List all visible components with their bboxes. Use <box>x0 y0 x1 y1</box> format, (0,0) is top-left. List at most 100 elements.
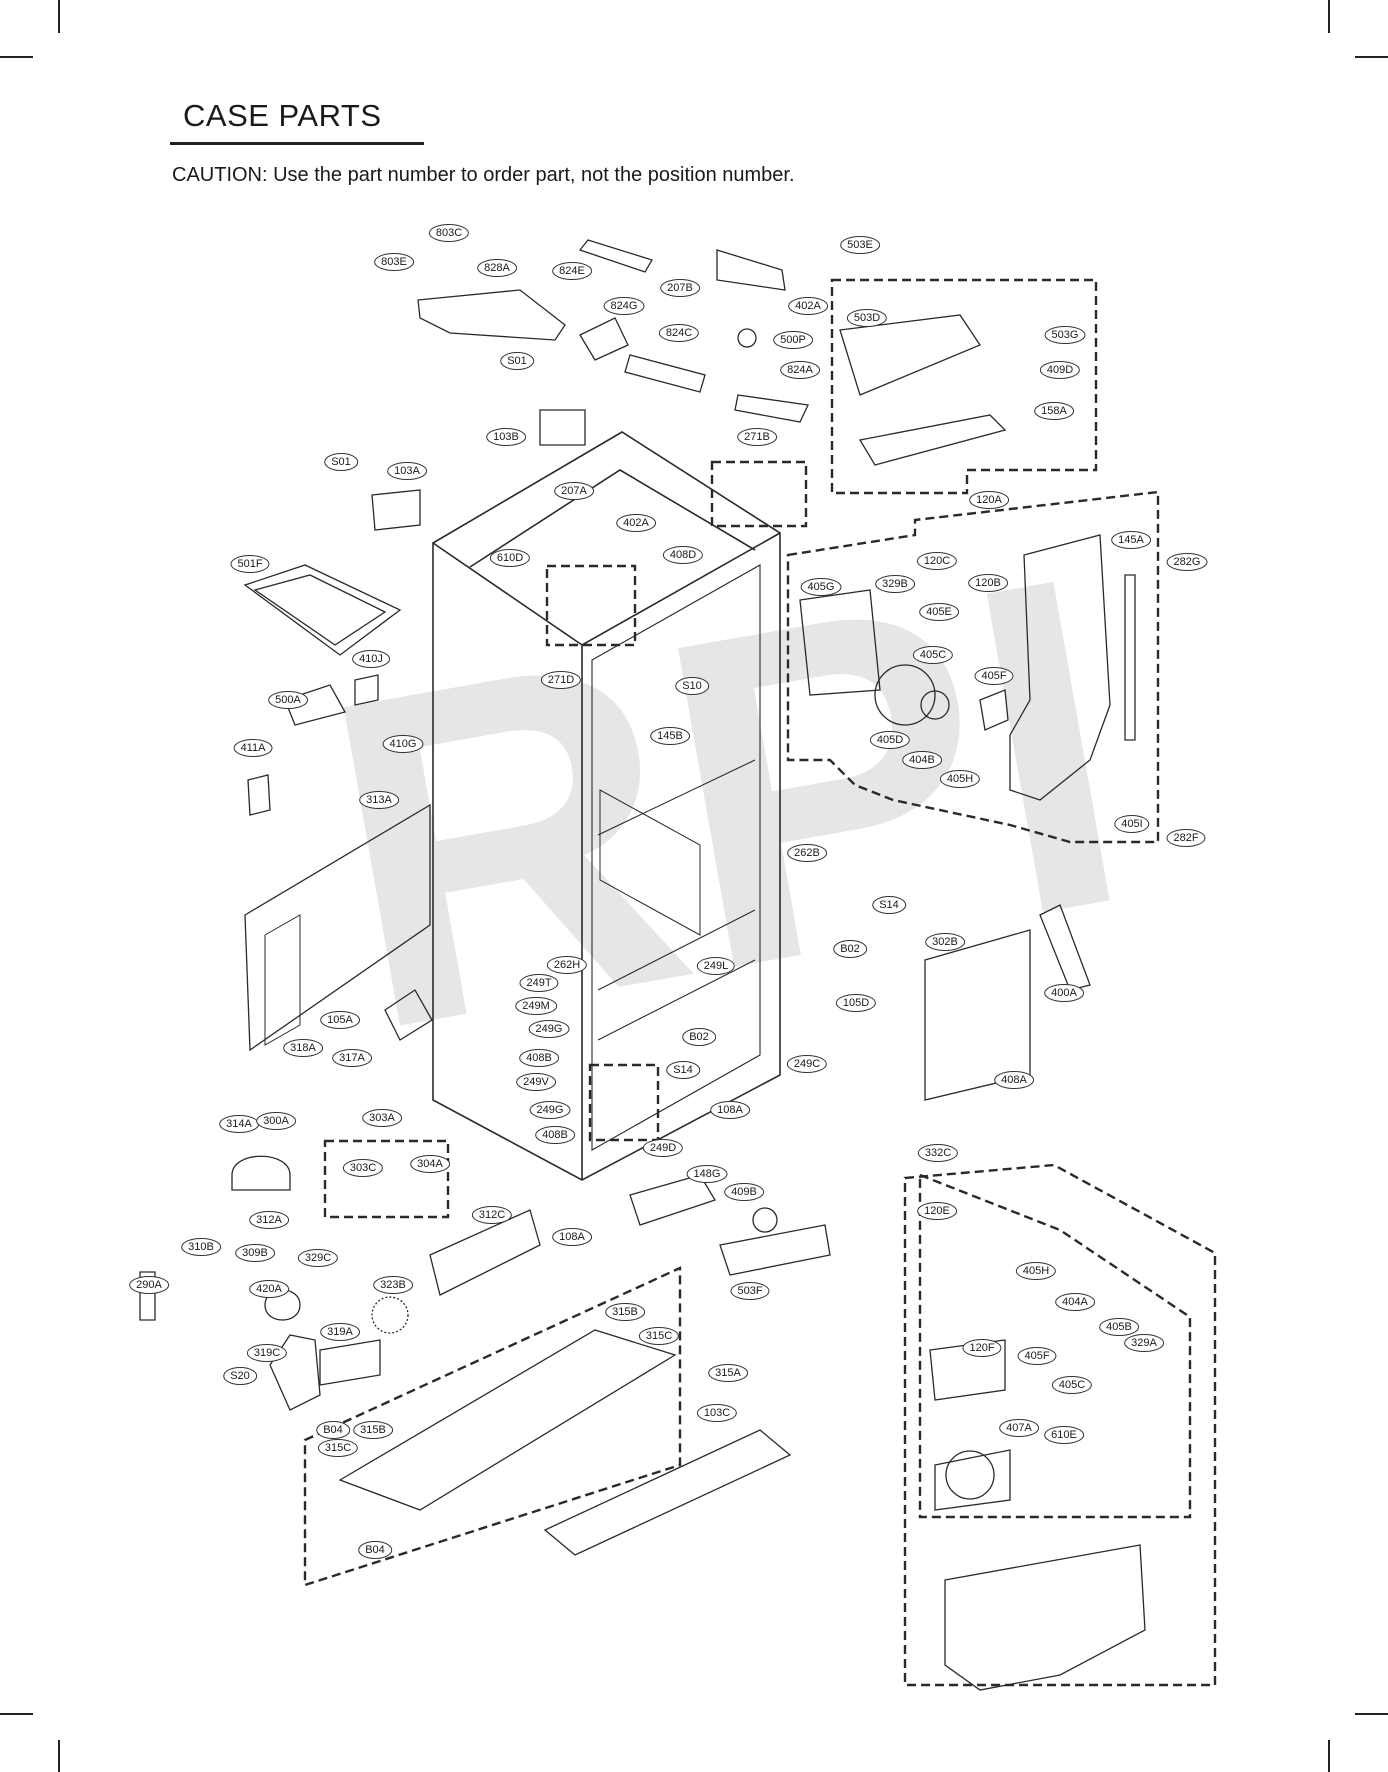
position-label: 249D <box>642 1139 684 1157</box>
position-label: S10 <box>675 677 709 695</box>
position-label: B04 <box>316 1421 350 1439</box>
position-label: 315B <box>605 1303 645 1321</box>
position-label: 404A <box>1055 1293 1095 1311</box>
position-label: S01 <box>500 352 534 370</box>
position-label: 120C <box>916 552 958 570</box>
crop-mark <box>58 1740 60 1772</box>
position-label: 501F <box>230 555 270 573</box>
position-label: 409D <box>1039 361 1081 379</box>
position-label: 315B <box>353 1421 393 1439</box>
position-label: 103C <box>696 1404 738 1422</box>
position-label: 103B <box>486 428 526 446</box>
position-label: 314A <box>219 1115 259 1133</box>
position-label: 304A <box>410 1155 450 1173</box>
position-label: 824G <box>603 297 645 315</box>
position-label: B04 <box>358 1541 392 1559</box>
position-label: 302B <box>925 933 965 951</box>
position-label: 323B <box>373 1276 413 1294</box>
cabinet-outline <box>432 431 781 1181</box>
position-label: 290A <box>129 1276 169 1294</box>
position-label: 271D <box>540 671 582 689</box>
position-label: 207A <box>554 482 594 500</box>
position-label: 405H <box>939 770 981 788</box>
position-label: 329B <box>875 575 915 593</box>
position-label: 503F <box>730 1282 770 1300</box>
position-label: 824E <box>552 262 592 280</box>
position-label: 282G <box>1166 553 1208 571</box>
crop-mark <box>1328 1740 1330 1772</box>
position-label: 803C <box>428 224 470 242</box>
position-label: 282F <box>1166 829 1206 847</box>
position-label: 500P <box>773 331 813 349</box>
position-label: 405I <box>1114 815 1150 833</box>
position-label: 303C <box>342 1159 384 1177</box>
position-label: 503G <box>1044 326 1086 344</box>
position-label: 503D <box>846 309 888 327</box>
position-label: 405C <box>912 646 954 664</box>
position-label: B02 <box>682 1028 716 1046</box>
position-label: 207B <box>660 279 700 297</box>
position-label: 103A <box>387 462 427 480</box>
position-label: 410G <box>382 735 424 753</box>
position-label: 249T <box>519 974 559 992</box>
position-label: 410J <box>352 650 390 668</box>
position-label: 402A <box>616 514 656 532</box>
position-label: 405D <box>869 731 911 749</box>
position-label: 407A <box>999 1419 1039 1437</box>
position-label: 405F <box>974 667 1014 685</box>
position-label: 310B <box>181 1238 221 1256</box>
position-label: 405C <box>1051 1376 1093 1394</box>
position-label: 120E <box>917 1202 957 1220</box>
position-label: 408B <box>519 1049 559 1067</box>
title-underline <box>170 142 424 145</box>
position-label: 271B <box>737 428 777 446</box>
position-label: 315C <box>317 1439 359 1457</box>
position-label: 500A <box>268 691 308 709</box>
position-label: 402A <box>788 297 828 315</box>
left-parts <box>139 674 541 1411</box>
position-label: 312A <box>249 1211 289 1229</box>
crop-mark <box>1328 0 1330 33</box>
position-label: 405G <box>800 578 842 596</box>
position-label: 420A <box>249 1280 289 1298</box>
position-label: 120F <box>962 1339 1002 1357</box>
page-title: CASE PARTS <box>183 98 382 133</box>
position-label: 120A <box>969 491 1009 509</box>
position-label: 148G <box>686 1165 728 1183</box>
position-label: 303A <box>362 1109 402 1127</box>
crop-mark <box>1355 56 1388 58</box>
position-label: 108A <box>710 1101 750 1119</box>
position-label: 300A <box>256 1112 296 1130</box>
position-label: B02 <box>833 940 867 958</box>
position-label: 249M <box>515 997 557 1015</box>
position-label: 105A <box>320 1011 360 1029</box>
position-label: 610E <box>1044 1426 1084 1444</box>
position-label: 503E <box>840 236 880 254</box>
position-label: 610D <box>489 549 531 567</box>
position-label: 249C <box>786 1055 828 1073</box>
position-label: 309B <box>235 1244 275 1262</box>
position-label: 332C <box>917 1144 959 1162</box>
crop-mark <box>58 0 60 33</box>
bottom-parts <box>338 1174 1146 1691</box>
crop-mark <box>1355 1713 1388 1715</box>
position-label: 249G <box>528 1020 570 1038</box>
crop-mark <box>0 56 33 58</box>
position-label: S20 <box>223 1367 257 1385</box>
position-label: 408B <box>535 1126 575 1144</box>
position-label: 249V <box>516 1073 556 1091</box>
position-label: 317A <box>332 1049 372 1067</box>
position-label: S14 <box>872 896 906 914</box>
position-label: 249L <box>696 957 736 975</box>
position-label: 120B <box>968 574 1008 592</box>
position-label: 262B <box>787 844 827 862</box>
position-label: 105D <box>835 994 877 1012</box>
position-label: 315C <box>638 1327 680 1345</box>
position-label: 319A <box>320 1323 360 1341</box>
position-label: 803E <box>374 253 414 271</box>
position-label: 408D <box>662 546 704 564</box>
position-label: S01 <box>324 453 358 471</box>
position-label: 405E <box>919 603 959 621</box>
top-parts <box>243 239 1007 656</box>
